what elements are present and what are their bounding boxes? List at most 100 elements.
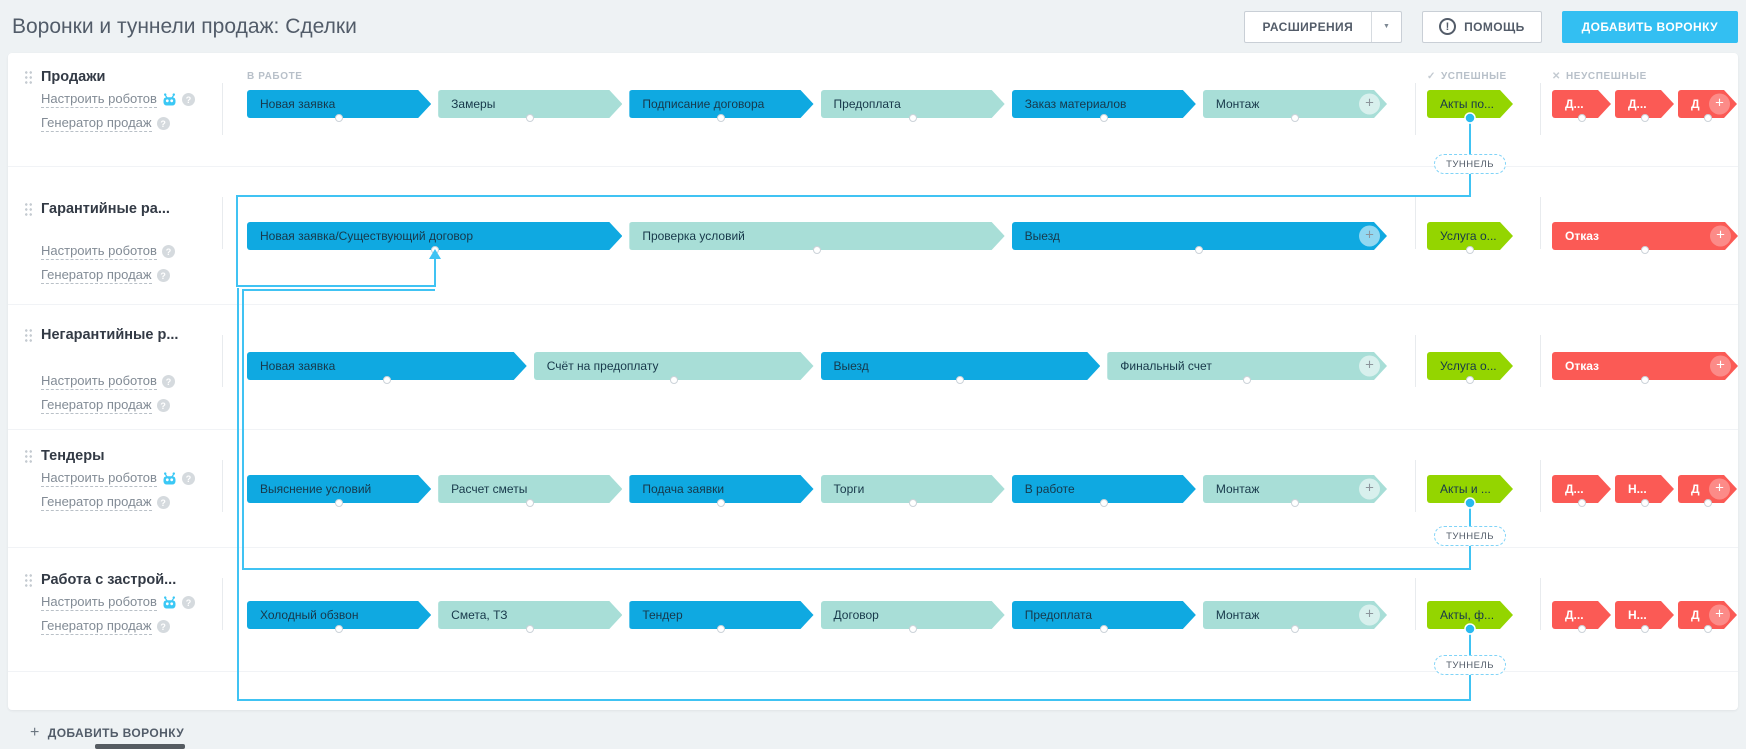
stage-connector-dot[interactable] (335, 499, 344, 507)
stage-connector-dot[interactable] (908, 499, 917, 507)
stage-connector-dot[interactable] (812, 246, 821, 254)
stage-connector-dot[interactable] (430, 246, 439, 254)
stage-connector-dot[interactable] (1640, 114, 1649, 122)
tunnel-badge[interactable]: ТУННЕЛЬ (1434, 154, 1506, 174)
stage-connector-dot[interactable] (526, 114, 535, 122)
add-stage-button[interactable]: + (1710, 226, 1731, 247)
extensions-button-label[interactable]: РАСШИРЕНИЯ (1262, 19, 1354, 34)
fail-stage-chevron[interactable]: Д+ (1678, 601, 1737, 629)
add-stage-button[interactable]: + (1709, 94, 1730, 115)
fail-stage-chevron[interactable]: Д... (1552, 475, 1611, 503)
horizontal-scrollbar-thumb[interactable] (95, 744, 185, 749)
stage-connector-dot[interactable] (1577, 499, 1586, 507)
fail-stage-chevron[interactable]: Н... (1615, 601, 1674, 629)
stage-chevron[interactable]: Монтаж+ (1203, 90, 1387, 118)
stage-connector-dot[interactable] (1290, 625, 1299, 633)
help-circle-icon[interactable]: ? (156, 496, 170, 509)
stage-connector-dot[interactable] (1290, 499, 1299, 507)
help-circle-icon[interactable]: ? (181, 472, 195, 485)
stage-chevron[interactable]: Заказ материалов (1012, 90, 1196, 118)
stage-chevron[interactable]: Замеры (438, 90, 622, 118)
drag-handle-icon[interactable] (24, 572, 33, 588)
stage-connector-dot[interactable] (1640, 499, 1649, 507)
fail-stage-chevron[interactable]: Отказ+ (1552, 222, 1738, 250)
stage-connector-dot[interactable] (335, 114, 344, 122)
help-circle-icon[interactable]: ? (181, 596, 195, 609)
stage-connector-dot[interactable] (1195, 246, 1204, 254)
stage-connector-dot[interactable] (717, 499, 726, 507)
stage-chevron[interactable]: Новая заявка (247, 90, 431, 118)
stage-connector-dot[interactable] (1099, 625, 1108, 633)
success-stage-chevron[interactable]: Акты и ... (1427, 475, 1513, 503)
setup-robots-link[interactable]: Настроить роботов (41, 91, 157, 108)
help-circle-icon[interactable]: ? (156, 269, 170, 282)
add-stage-button[interactable]: + (1359, 479, 1380, 500)
stage-connector-dot[interactable] (1641, 376, 1649, 384)
setup-robots-link[interactable]: Настроить роботов (41, 594, 157, 611)
stage-connector-dot[interactable] (526, 625, 535, 633)
help-circle-icon[interactable]: ? (156, 620, 170, 633)
sales-generator-link[interactable]: Генератор продаж (41, 494, 152, 511)
fail-stage-chevron[interactable]: Д+ (1678, 90, 1737, 118)
sales-generator-link[interactable]: Генератор продаж (41, 397, 152, 414)
help-circle-icon[interactable]: ? (161, 245, 175, 258)
sales-generator-link[interactable]: Генератор продаж (41, 618, 152, 635)
stage-connector-dot[interactable] (1641, 246, 1649, 254)
setup-robots-link[interactable]: Настроить роботов (41, 373, 157, 390)
add-funnel-footer-button[interactable]: + ДОБАВИТЬ ВОРОНКУ (30, 724, 1746, 742)
add-stage-button[interactable]: + (1710, 356, 1731, 377)
setup-robots-link[interactable]: Настроить роботов (41, 470, 157, 487)
add-stage-button[interactable]: + (1359, 605, 1380, 626)
stage-connector-dot[interactable] (1703, 625, 1712, 633)
stage-connector-dot[interactable] (717, 625, 726, 633)
stage-connector-dot[interactable] (1099, 499, 1108, 507)
chevron-down-icon[interactable]: ▼ (1371, 11, 1401, 42)
stage-connector-dot[interactable] (1243, 376, 1252, 384)
stage-connector-dot[interactable] (1703, 499, 1712, 507)
fail-stage-chevron[interactable]: Н... (1615, 475, 1674, 503)
tunnel-badge[interactable]: ТУННЕЛЬ (1434, 655, 1506, 675)
drag-handle-icon[interactable] (24, 69, 33, 85)
add-stage-button[interactable]: + (1709, 479, 1730, 500)
success-stage-chevron[interactable]: Акты по... (1427, 90, 1513, 118)
stage-connector-dot[interactable] (526, 499, 535, 507)
funnel-name-label[interactable]: Тендеры (41, 448, 105, 464)
fail-stage-chevron[interactable]: Отказ+ (1552, 352, 1738, 380)
extensions-button[interactable]: РАСШИРЕНИЯ ▼ (1243, 10, 1403, 43)
help-button[interactable]: ! ПОМОЩЬ (1422, 10, 1542, 43)
add-stage-button[interactable]: + (1359, 94, 1380, 115)
stage-connector-dot[interactable] (382, 376, 391, 384)
add-stage-button[interactable]: + (1359, 226, 1380, 247)
stage-connector-dot[interactable] (1577, 625, 1586, 633)
drag-handle-icon[interactable] (24, 201, 33, 217)
drag-handle-icon[interactable] (24, 448, 33, 464)
stage-connector-dot[interactable] (1466, 376, 1474, 384)
tunnel-badge[interactable]: ТУННЕЛЬ (1434, 526, 1506, 546)
help-circle-icon[interactable]: ? (156, 399, 170, 412)
success-stage-chevron[interactable]: Акты, ф... (1427, 601, 1513, 629)
fail-stage-chevron[interactable]: Д... (1552, 90, 1611, 118)
fail-stage-chevron[interactable]: Д... (1615, 90, 1674, 118)
stage-connector-dot[interactable] (1466, 246, 1474, 254)
drag-handle-icon[interactable] (24, 327, 33, 343)
stage-connector-dot[interactable] (1703, 114, 1712, 122)
add-stage-button[interactable]: + (1359, 356, 1380, 377)
stage-connector-dot[interactable] (1099, 114, 1108, 122)
fail-stage-chevron[interactable]: Д... (1552, 601, 1611, 629)
funnel-name-label[interactable]: Продажи (41, 69, 106, 85)
funnel-name-label[interactable]: Гарантийные ра... (41, 201, 170, 217)
setup-robots-link[interactable]: Настроить роботов (41, 243, 157, 260)
stage-connector-dot[interactable] (908, 625, 917, 633)
stage-connector-dot[interactable] (669, 376, 678, 384)
help-circle-icon[interactable]: ? (161, 375, 175, 388)
stage-connector-dot[interactable] (908, 114, 917, 122)
stage-chevron[interactable]: Предоплата (821, 90, 1005, 118)
help-circle-icon[interactable]: ? (156, 117, 170, 130)
stage-connector-dot[interactable] (335, 625, 344, 633)
funnel-name-label[interactable]: Работа с застрой... (41, 572, 177, 588)
stage-connector-dot[interactable] (1640, 625, 1649, 633)
stage-connector-dot[interactable] (1290, 114, 1299, 122)
stage-connector-dot[interactable] (717, 114, 726, 122)
stage-connector-dot[interactable] (1577, 114, 1586, 122)
stage-chevron[interactable]: Подписание договора (629, 90, 813, 118)
